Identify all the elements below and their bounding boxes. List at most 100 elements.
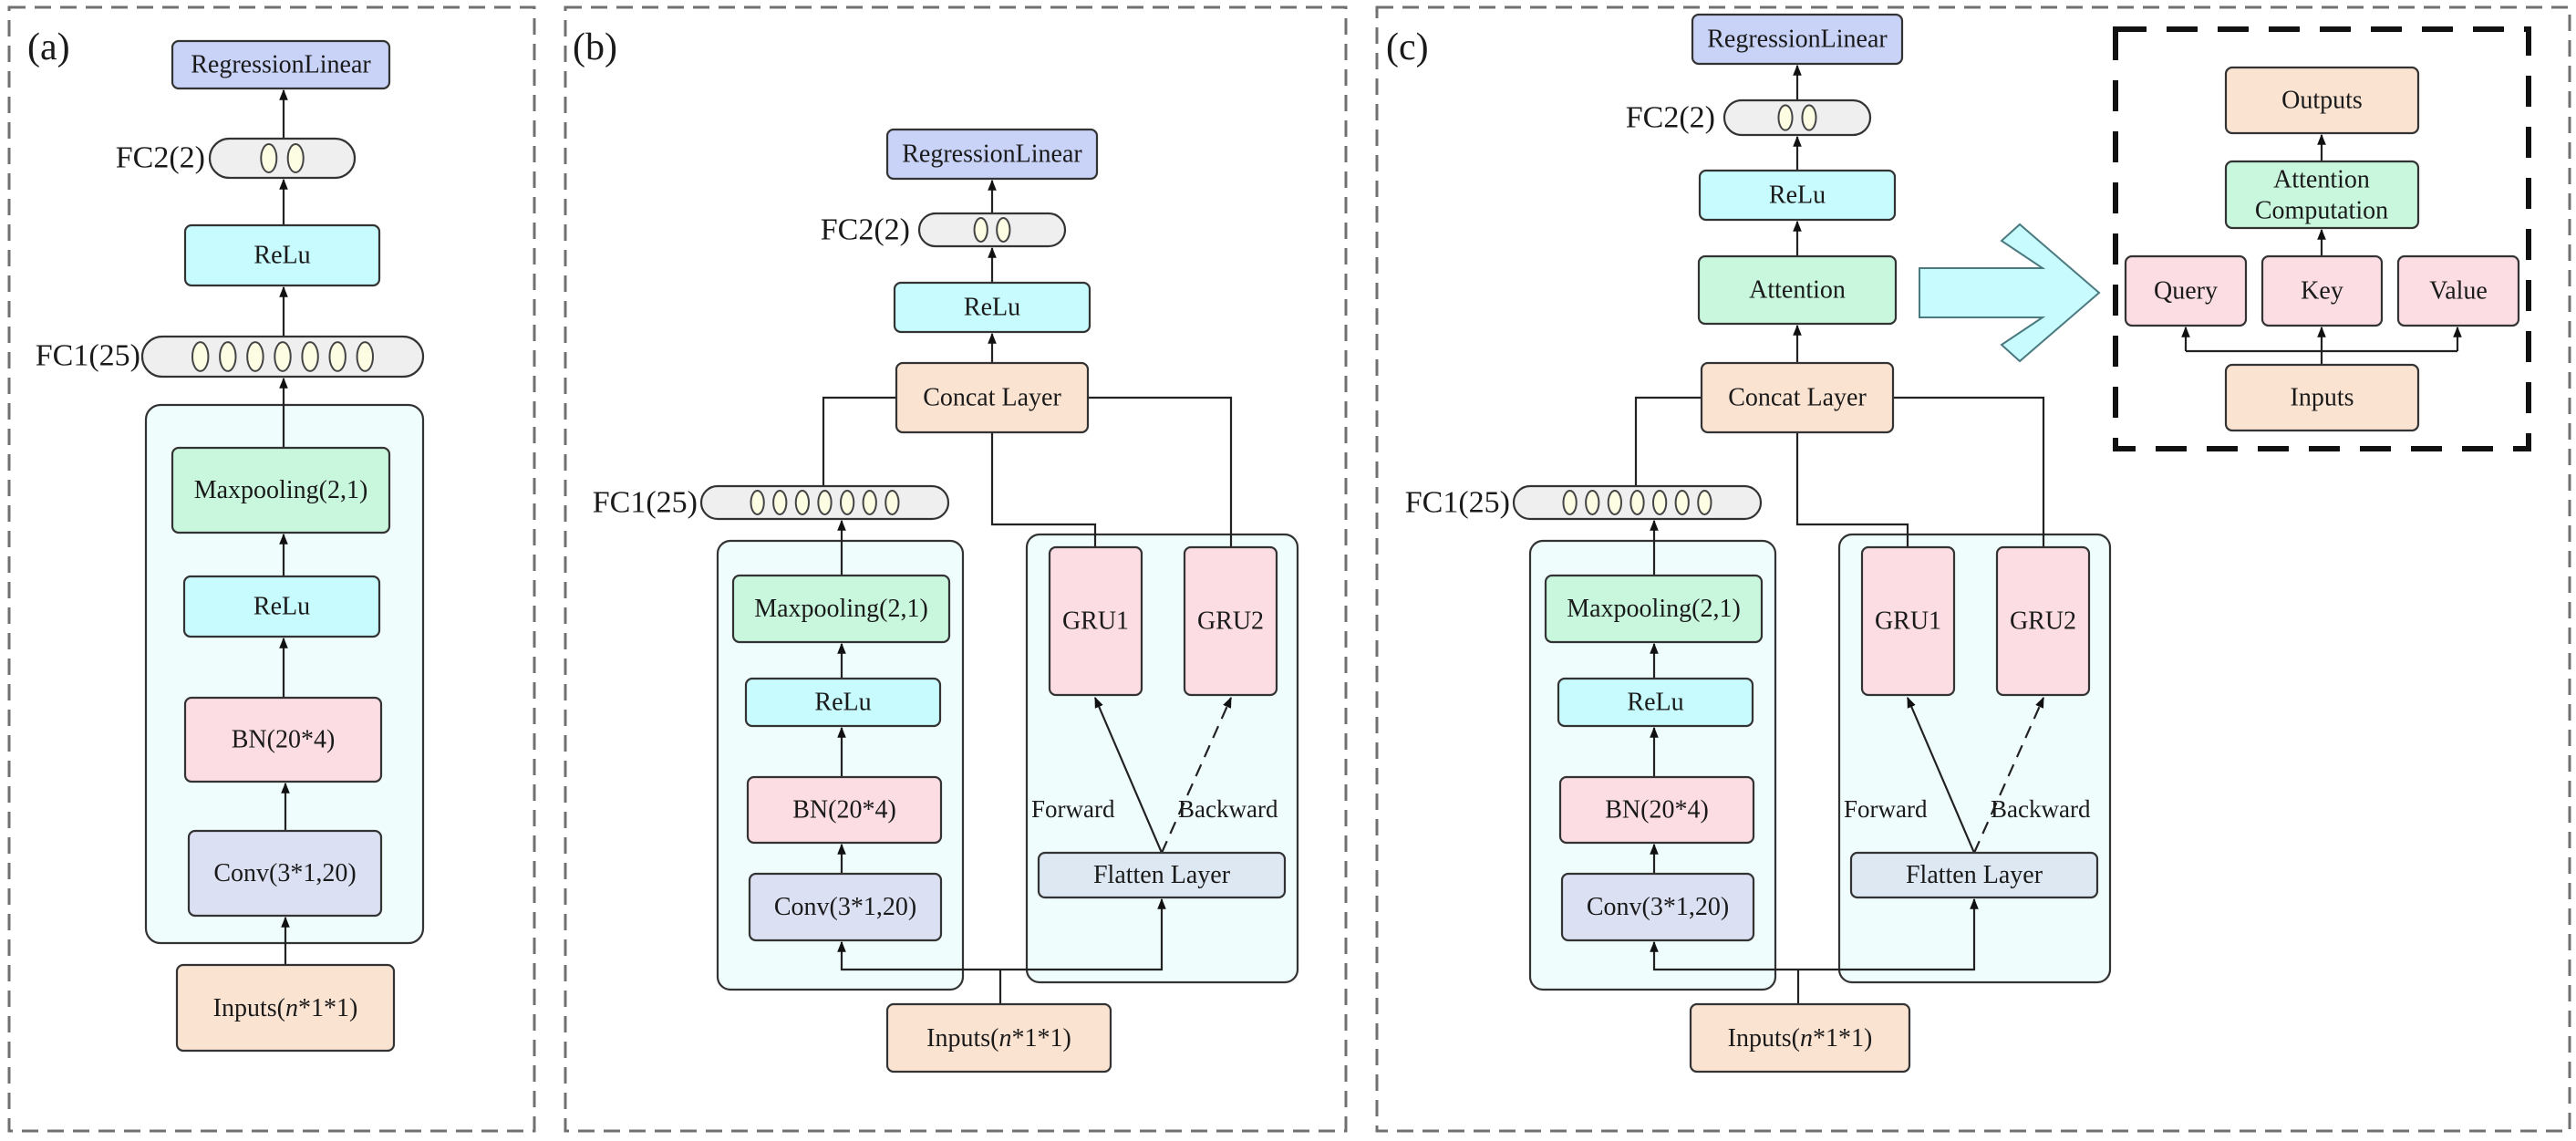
neuron xyxy=(1585,490,1600,515)
relu-inner-node-label: ReLu xyxy=(1627,689,1683,717)
inputs-node-label: Inputs(n*1*1) xyxy=(213,994,358,1022)
query-node-shape xyxy=(2124,254,2248,327)
expand-arrow-icon xyxy=(1919,223,2101,363)
panel-c-border xyxy=(1375,5,2571,1133)
neuron xyxy=(246,341,264,372)
maxpooling-node: Maxpooling(2,1) xyxy=(1544,574,1764,644)
conv-node-shape xyxy=(748,872,943,942)
relu-inner-node: ReLu xyxy=(744,677,942,728)
flatten-layer-node: Flatten Layer xyxy=(1849,851,2099,899)
neuron xyxy=(862,490,877,515)
inputs-suffix: *1*1) xyxy=(1012,1024,1071,1053)
fc2-layer xyxy=(1723,99,1872,137)
inputs-node-shape xyxy=(1689,1002,1911,1074)
maxpooling-node: Maxpooling(2,1) xyxy=(171,446,391,534)
query-node: Query xyxy=(2124,254,2248,327)
relu-inner-node: ReLu xyxy=(1557,677,1754,728)
gru1-node-label: GRU1 xyxy=(1062,607,1129,636)
inputs-prefix: Inputs( xyxy=(1728,1024,1800,1053)
relu-node-label: ReLu xyxy=(253,242,310,270)
panel-b-border xyxy=(564,5,1348,1133)
fc2-label: FC2(2) xyxy=(1626,101,1715,135)
neuron xyxy=(191,341,210,372)
neuron xyxy=(1562,490,1578,515)
concat-layer-node-label: Concat Layer xyxy=(923,384,1061,412)
backward-edge xyxy=(1160,696,1233,854)
key-node-label: Key xyxy=(2301,277,2343,306)
fc2-label: FC2(2) xyxy=(821,213,910,247)
concat-from-gru1-edge xyxy=(990,432,1097,547)
fc1-label: FC1(25) xyxy=(1405,486,1510,520)
relu-inner-node-shape xyxy=(744,677,942,728)
gru2-node: GRU2 xyxy=(1995,545,2091,697)
gru1-node-shape xyxy=(1048,545,1143,697)
gru1-node: GRU1 xyxy=(1048,545,1143,697)
neuron xyxy=(1777,104,1794,131)
concat-layer-node-label: Concat Layer xyxy=(1728,384,1867,412)
neuron xyxy=(839,490,855,515)
regression-linear-node: RegressionLinear xyxy=(171,39,391,90)
fc2-layer xyxy=(208,137,357,180)
relu-node-label: ReLu xyxy=(1769,182,1826,210)
regression-linear-node-shape xyxy=(1691,13,1904,66)
gru2-node-label: GRU2 xyxy=(2010,607,2076,636)
panel-label-c: (c) xyxy=(1386,26,1429,68)
concat-from-gru1-edge xyxy=(1795,432,1909,547)
relu-node: ReLu xyxy=(183,223,381,287)
batchnorm-node: BN(20*4) xyxy=(1558,775,1755,845)
conv-node-shape xyxy=(1560,872,1755,942)
backward-label: Backward xyxy=(1178,795,1278,823)
fc1-layer xyxy=(1512,484,1763,521)
backward-edge xyxy=(1972,696,2045,854)
neuron xyxy=(1651,490,1668,515)
value-node-label: Value xyxy=(2429,277,2488,306)
key-node-shape xyxy=(2260,254,2384,327)
batchnorm-node-shape xyxy=(1558,775,1755,845)
inputs-suffix: *1*1) xyxy=(298,994,357,1022)
neuron xyxy=(356,341,374,372)
inputs-to-flatten-edge xyxy=(1798,897,1979,971)
regression-linear-node-label: RegressionLinear xyxy=(191,51,371,79)
batchnorm-node-label: BN(20*4) xyxy=(1605,796,1709,825)
neuron xyxy=(996,217,1011,243)
relu-node-label: ReLu xyxy=(964,294,1020,322)
neuron xyxy=(301,341,319,372)
inputs-variable: n xyxy=(999,1024,1012,1053)
inputs-node: Inputs(n*1*1) xyxy=(1689,1002,1911,1074)
concat-from-fc1-edge xyxy=(1634,396,1702,486)
fc1-label: FC1(25) xyxy=(36,339,140,373)
flatten-layer-node-shape xyxy=(1849,851,2099,899)
maxpooling-node-shape xyxy=(1544,574,1764,644)
relu-inner-node-label: ReLu xyxy=(253,593,310,621)
attention-node-shape xyxy=(1697,254,1898,326)
gru2-node-shape xyxy=(1995,545,2091,697)
batchnorm-node: BN(20*4) xyxy=(746,775,943,845)
relu-inner-node-label: ReLu xyxy=(814,689,871,717)
neuron xyxy=(260,143,278,173)
gru2-node-label: GRU2 xyxy=(1197,607,1264,636)
batchnorm-node-shape xyxy=(746,775,943,845)
panel-label-a: (a) xyxy=(27,26,70,68)
relu-inner-node: ReLu xyxy=(182,575,381,638)
concat-from-gru2-edge xyxy=(1893,396,2045,547)
inputs-to-flatten-edge xyxy=(1000,897,1166,971)
flatten-layer-node: Flatten Layer xyxy=(1037,851,1287,899)
fc2-layer-shape xyxy=(917,212,1067,248)
outputs-node: Outputs xyxy=(2224,66,2420,135)
flatten-layer-node-shape xyxy=(1037,851,1287,899)
conv-node-label: Conv(3*1,20) xyxy=(1587,893,1729,921)
conv-node-label: Conv(3*1,20) xyxy=(774,893,916,921)
inputs-node: Inputs(n*1*1) xyxy=(175,963,396,1053)
gru1-node-shape xyxy=(1860,545,1956,697)
conv-node: Conv(3*1,20) xyxy=(748,872,943,942)
attention-node: Attention xyxy=(1697,254,1898,326)
regression-linear-node-shape xyxy=(171,39,391,90)
neuron xyxy=(750,490,765,515)
gru2-node-shape xyxy=(1183,545,1278,697)
inputs-prefix: Inputs( xyxy=(926,1024,998,1053)
regression-linear-node: RegressionLinear xyxy=(1691,13,1904,66)
conv-node-shape xyxy=(187,829,383,918)
forward-edge xyxy=(1906,696,1976,854)
fc2-label: FC2(2) xyxy=(116,141,205,175)
